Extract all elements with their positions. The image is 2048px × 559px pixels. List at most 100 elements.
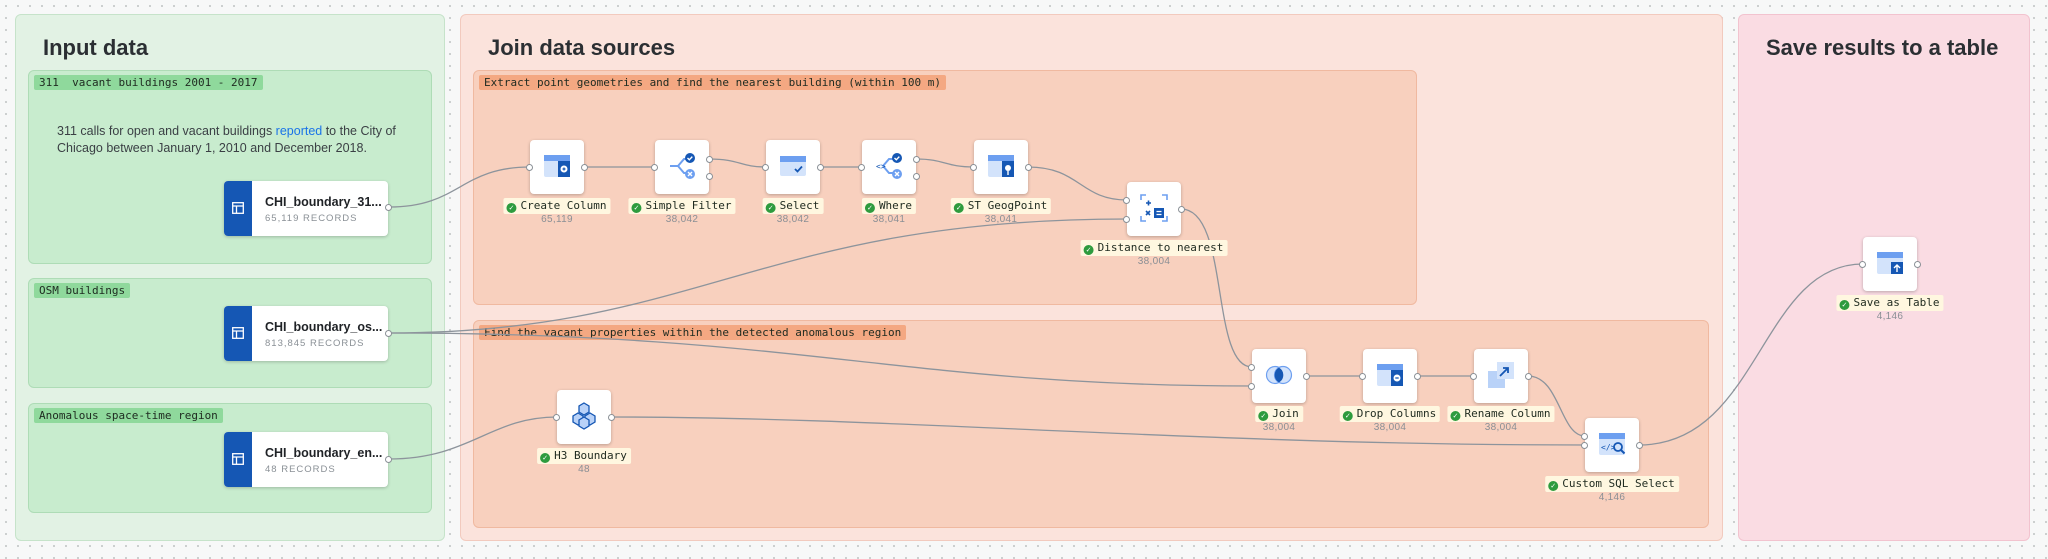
output-port-true[interactable] [706,156,713,163]
input-port-main[interactable] [1248,364,1255,371]
node-label: ✓Rename Column [1447,406,1555,422]
input-port[interactable] [1470,373,1477,380]
create-column-icon [544,155,570,177]
group-extract-point-geometries[interactable]: Extract point geometries and find the ne… [473,70,1417,305]
node-custom-sql-select[interactable]: </> [1585,418,1639,472]
input-port-secondary[interactable] [1581,442,1588,449]
table-icon [232,327,244,339]
node-label: ✓Create Column [503,198,611,214]
h3-boundary-icon [572,402,596,430]
edge-sql-save [1638,263,1864,446]
node-count: 4,146 [1598,492,1626,503]
sql-icon: </> [1599,433,1626,455]
input-port-main[interactable] [1123,197,1130,204]
node-create-column[interactable] [530,140,584,194]
node-count: 38,004 [1373,422,1407,433]
node-label: ✓ST GeogPoint [950,198,1052,214]
where-icon: <> [876,153,902,179]
source-output-port[interactable] [385,330,392,337]
node-st-geogpoint[interactable] [974,140,1028,194]
table-icon [232,453,244,465]
output-port-false[interactable] [706,173,713,180]
output-port[interactable] [581,164,588,171]
input-port[interactable] [858,164,865,171]
output-port[interactable] [1414,373,1421,380]
input-port[interactable] [1859,261,1866,268]
source-vacant-buildings[interactable]: CHI_boundary_31... 65,119 RECORDS [224,181,388,236]
node-save-as-table[interactable] [1863,237,1917,291]
output-port[interactable] [817,164,824,171]
output-port[interactable] [1025,164,1032,171]
edge-where-stgeogpoint [915,158,975,168]
edge-source3-h3 [388,416,558,460]
group-label: Extract point geometries and find the ne… [479,75,946,90]
node-rename-column[interactable] [1474,349,1528,403]
source-osm-buildings[interactable]: CHI_boundary_os... 813,845 RECORDS [224,306,388,361]
group-label: Anomalous space-time region [34,408,223,423]
check-icon: ✓ [506,203,517,213]
table-icon [232,202,244,214]
node-h3-boundary[interactable] [557,390,611,444]
input-port[interactable] [762,164,769,171]
node-count: 4,146 [1876,311,1904,322]
node-count: 38,041 [984,214,1018,225]
distance-icon [1140,194,1168,222]
node-label: ✓Distance to nearest [1080,240,1228,256]
output-port[interactable] [1303,373,1310,380]
source-records: 48 RECORDS [265,464,336,475]
node-count: 38,042 [665,214,699,225]
node-where[interactable]: <> [862,140,916,194]
group-label: Find the vacant properties within the de… [479,325,907,340]
node-label: ✓Custom SQL Select [1545,476,1679,492]
output-port[interactable] [1636,442,1643,449]
edge-rename-sql [1527,375,1586,437]
input-port-secondary[interactable] [1123,216,1130,223]
source-anomalous-region[interactable]: CHI_boundary_en... 48 RECORDS [224,432,388,487]
output-port-false[interactable] [913,173,920,180]
output-port-true[interactable] [913,156,920,163]
source-records: 65,119 RECORDS [265,213,358,224]
check-icon: ✓ [864,203,875,213]
output-port[interactable] [1914,261,1921,268]
node-label: ✓Simple Filter [628,198,736,214]
node-join[interactable] [1252,349,1306,403]
input-port[interactable] [526,164,533,171]
output-port[interactable] [1178,206,1185,213]
node-label: ✓Join [1255,406,1303,422]
group-label: 311 vacant buildings 2001 - 2017 [34,75,263,90]
section-title: Save results to a table [1766,35,1999,60]
source-output-port[interactable] [385,204,392,211]
drop-columns-icon [1377,364,1403,386]
check-icon: ✓ [631,203,642,213]
output-port[interactable] [1525,373,1532,380]
node-distance-to-nearest[interactable] [1127,182,1181,236]
node-label: ✓Save as Table [1836,295,1944,311]
output-port[interactable] [608,414,615,421]
source-name: CHI_boundary_31... [265,195,382,209]
input-port[interactable] [1359,373,1366,380]
check-icon: ✓ [1839,300,1850,310]
node-simple-filter[interactable] [655,140,709,194]
group-label: OSM buildings [34,283,131,298]
edge-source2-distance [388,218,1128,334]
node-count: 65,119 [541,214,573,225]
input-port-main[interactable] [1581,433,1588,440]
simple-filter-icon [670,153,695,179]
source-name: CHI_boundary_os... [265,320,383,334]
node-label: ✓Select [762,198,824,214]
node-label: ✓Drop Columns [1339,406,1441,422]
geog-point-icon [988,155,1014,177]
input-port-secondary[interactable] [1248,383,1255,390]
reported-link[interactable]: reported [275,124,323,138]
input-port[interactable] [553,414,560,421]
check-icon: ✓ [1258,411,1269,421]
group-description: 311 calls for open and vacant buildings … [57,124,396,155]
source-output-port[interactable] [385,456,392,463]
node-label: ✓H3 Boundary [537,448,631,464]
node-select[interactable] [766,140,820,194]
node-count: 38,004 [1262,422,1296,433]
node-drop-columns[interactable] [1363,349,1417,403]
input-port[interactable] [651,164,658,171]
input-port[interactable] [970,164,977,171]
